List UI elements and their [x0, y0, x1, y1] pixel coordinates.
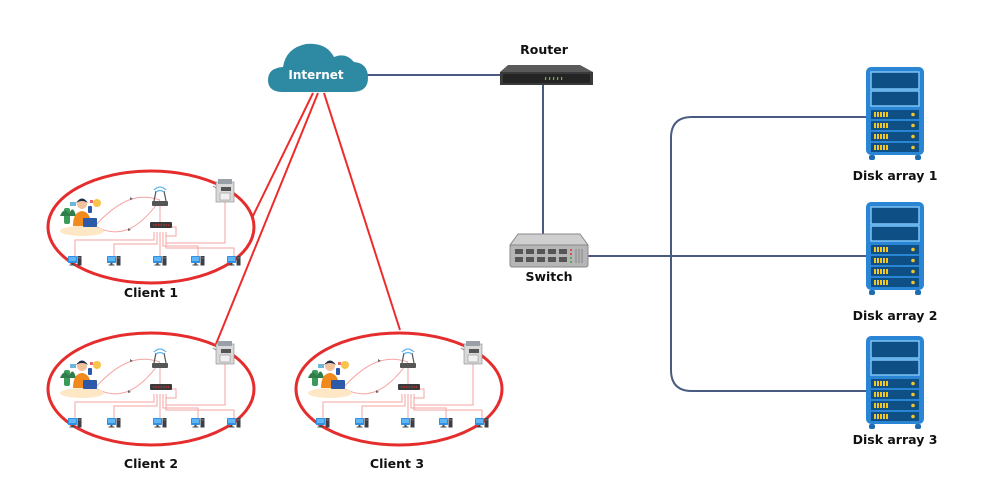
disk-array-1-label: Disk array 1	[853, 168, 938, 183]
client-2[interactable]: Client 2	[46, 331, 256, 471]
client-1-ring	[46, 169, 256, 285]
disk-array-3[interactable]: Disk array 3	[853, 335, 938, 447]
server-rack-icon	[865, 335, 925, 430]
client-3-label: Client 3	[370, 456, 424, 471]
disk-array-2[interactable]: Disk array 2	[853, 201, 938, 323]
router-node[interactable]: Router	[500, 42, 593, 85]
disk-array-2-label: Disk array 2	[853, 308, 938, 323]
router-label: Router	[520, 42, 569, 57]
client-3-lan-icons	[308, 341, 489, 428]
link-internet-client-3	[323, 92, 401, 331]
network-switch-icon	[509, 233, 589, 268]
internet-node[interactable]: Internet	[268, 43, 368, 92]
client-2-lan-icons	[60, 341, 241, 428]
internet-label: Internet	[288, 68, 343, 82]
router-icon	[500, 65, 593, 85]
link-switch-disk-array-1	[670, 116, 868, 256]
link-internet-client-1	[251, 92, 314, 219]
client-1[interactable]: Client 1	[46, 169, 256, 300]
client-3-ring	[294, 331, 504, 447]
switch-label: Switch	[525, 269, 572, 284]
cloud-icon	[268, 43, 368, 92]
client-1-label: Client 1	[124, 285, 178, 300]
client-3[interactable]: Client 3	[294, 331, 504, 471]
disk-array-1[interactable]: Disk array 1	[853, 66, 938, 183]
server-rack-icon	[865, 66, 925, 161]
client-1-lan-icons	[60, 179, 241, 266]
switch-node[interactable]: Switch	[509, 233, 589, 284]
link-switch-disk-array-3	[670, 256, 868, 392]
link-internet-client-2	[215, 92, 319, 345]
client-2-label: Client 2	[124, 456, 178, 471]
client-2-ring	[46, 331, 256, 447]
server-rack-icon	[865, 201, 925, 296]
disk-array-3-label: Disk array 3	[853, 432, 938, 447]
